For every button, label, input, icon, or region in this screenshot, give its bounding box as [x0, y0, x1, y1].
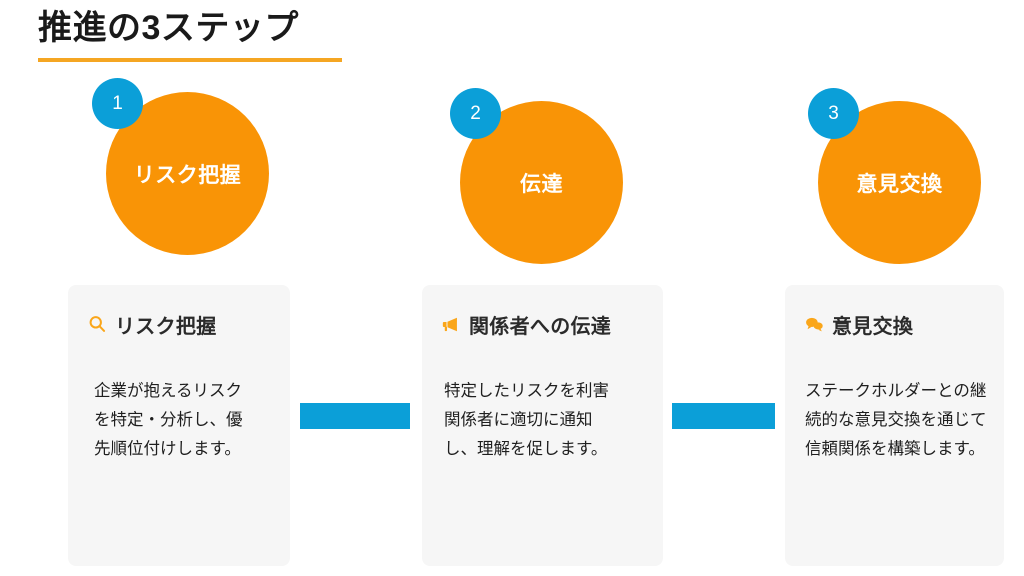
step-circle-group-2: 伝達 2 — [422, 88, 654, 318]
step-column-3: 意見交換 3 意見交換 ステークホルダーとの継続的な意見交換を通じて信頼関係を構… — [785, 0, 1017, 576]
step-circle-group-1: リスク把握 1 — [68, 78, 300, 308]
megaphone-icon — [440, 313, 462, 335]
step-circle-group-3: 意見交換 3 — [785, 88, 1017, 318]
step-column-1: リスク把握 1 リスク把握 企業が抱えるリスクを特定・分析し、優先順位付けします… — [68, 0, 300, 576]
card-header-3: 意見交換 — [803, 307, 986, 341]
card-body-1: 企業が抱えるリスクを特定・分析し、優先順位付けします。 — [94, 382, 243, 458]
page-title: 推進の3ステップ — [38, 9, 299, 47]
step-circle-label-3: 意見交換 — [856, 172, 943, 196]
card-body-2: 特定したリスクを利害関係者に適切に通知し、理解を促します。 — [444, 382, 609, 458]
step-column-2: 伝達 2 関係者への伝達 特定したリスクを利害関係者に適切に通知し、理解を促しま… — [422, 0, 663, 576]
step-circle-label-2: 伝達 — [520, 172, 563, 196]
step-card-1: リスク把握 企業が抱えるリスクを特定・分析し、優先順位付けします。 — [68, 285, 290, 566]
step-circle-label-1: リスク把握 — [133, 163, 242, 187]
card-body-3: ステークホルダーとの継続的な意見交換を通じて信頼関係を構築します。 — [805, 382, 987, 458]
search-icon — [86, 313, 108, 335]
step-number-badge-2: 2 — [450, 88, 501, 139]
title-underline — [38, 58, 342, 62]
step-number-badge-1: 1 — [92, 78, 143, 129]
speech-bubbles-icon — [803, 313, 825, 335]
step-circle-2: 伝達 — [460, 101, 623, 264]
card-header-2: 関係者への伝達 — [440, 307, 645, 341]
step-number-badge-3: 3 — [808, 88, 859, 139]
connector-arrow-1 — [300, 403, 410, 429]
card-header-1: リスク把握 — [86, 307, 272, 341]
step-card-3: 意見交換 ステークホルダーとの継続的な意見交換を通じて信頼関係を構築します。 — [785, 285, 1004, 566]
card-title-3: 意見交換 — [832, 315, 914, 338]
step-circle-3: 意見交換 — [818, 101, 981, 264]
connector-arrow-2 — [672, 403, 775, 429]
card-title-1: リスク把握 — [115, 315, 217, 338]
step-card-2: 関係者への伝達 特定したリスクを利害関係者に適切に通知し、理解を促します。 — [422, 285, 663, 566]
card-title-2: 関係者への伝達 — [469, 315, 612, 338]
